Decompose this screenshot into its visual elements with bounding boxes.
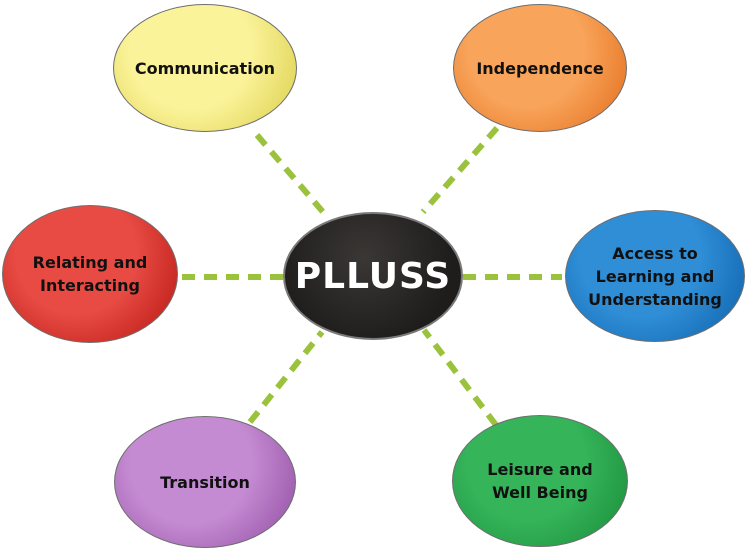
node-leisure-and-well-being: Leisure and Well Being xyxy=(452,415,628,547)
node-relating-and-interacting: Relating and Interacting xyxy=(2,205,178,343)
connector-transition xyxy=(247,330,325,424)
node-transition: Transition xyxy=(114,416,296,548)
node-center: PLLUSS xyxy=(283,212,463,340)
node-communication: Communication xyxy=(113,4,297,132)
connectors xyxy=(182,126,562,427)
node-access-to-learning: Access to Learning and Understanding xyxy=(565,210,745,342)
connector-independence xyxy=(420,126,500,214)
connector-leisure xyxy=(421,328,499,427)
connector-communication xyxy=(254,133,326,214)
node-independence: Independence xyxy=(453,4,627,132)
